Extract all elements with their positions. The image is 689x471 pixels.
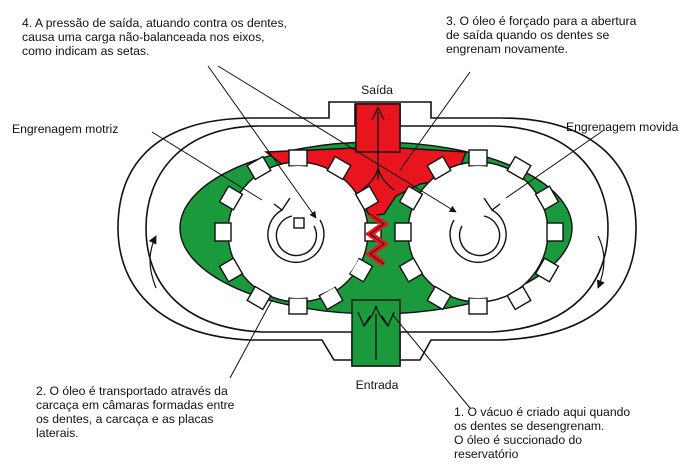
leader-note1	[391, 313, 471, 409]
note-2-oil-transport: 2. O óleo é transportado através da carc…	[36, 384, 235, 440]
leader-note4-b	[217, 65, 457, 213]
inlet-label: Entrada	[355, 378, 399, 392]
driven-rotation-arrow	[449, 197, 507, 263]
drive-rotation-arrow	[267, 197, 325, 263]
outlet-flow-arrow	[361, 106, 395, 191]
leader-note4-a	[207, 65, 317, 219]
note-1-vacuum: 1. O vácuo é criado aqui quando os dente…	[454, 405, 631, 461]
note-3-outlet-flow: 3. O óleo é forçado para a abertura de s…	[446, 14, 637, 56]
leader-driven-gear	[505, 129, 605, 199]
inlet-flow-arrow	[357, 305, 395, 360]
outlet-label: Saída	[361, 83, 393, 97]
drive-gear-label: Engrenagem motriz	[12, 122, 119, 136]
circulation-arrows	[148, 235, 605, 289]
note-4-unbalanced-load: 4. A pressão de saída, atuando contra os…	[22, 16, 287, 58]
leader-drive-gear	[151, 131, 263, 201]
driven-gear	[394, 149, 564, 315]
driven-gear-label: Engrenagem movida	[566, 120, 679, 134]
leader-note2	[229, 299, 273, 379]
leader-note3	[399, 71, 471, 171]
drive-gear	[214, 149, 382, 315]
